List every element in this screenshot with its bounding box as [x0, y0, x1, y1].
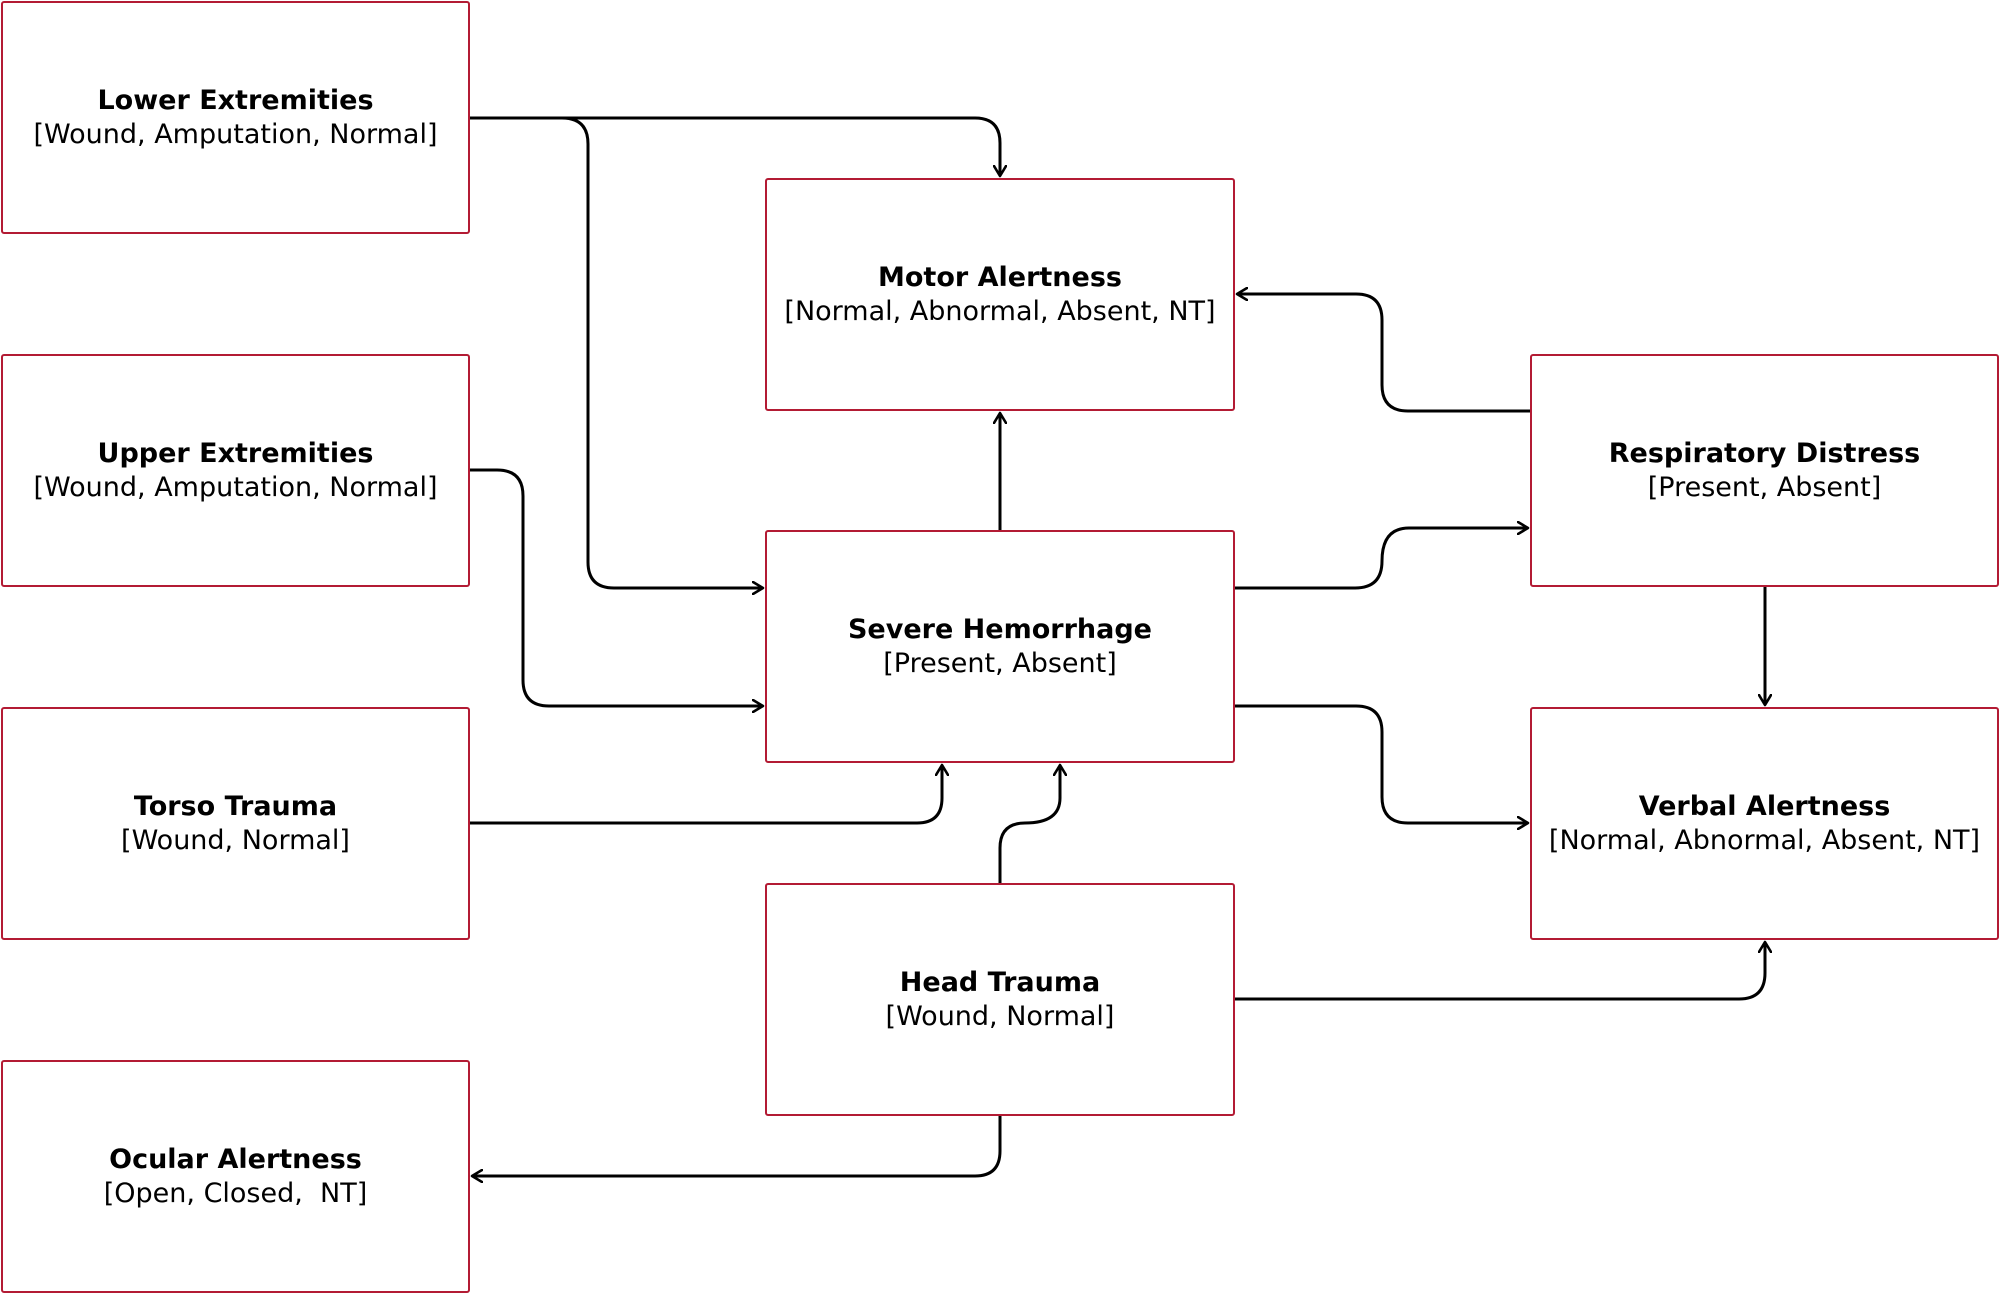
edge-severe-hemorrhage-to-verbal-alertness: [1235, 704, 1528, 823]
node-states: [Wound, Normal]: [885, 1000, 1115, 1032]
edge-head-trauma-to-verbal-alertness: [1235, 942, 1765, 1001]
node-title: Respiratory Distress: [1608, 437, 1921, 469]
edge-head-trauma-to-ocular-alertness: [472, 1116, 1002, 1176]
node-head-trauma[interactable]: Head Trauma [Wound, Normal]: [765, 883, 1235, 1116]
node-motor-alertness[interactable]: Motor Alertness [Normal, Abnormal, Absen…: [765, 178, 1235, 411]
node-title: Upper Extremities: [97, 437, 374, 469]
edge-respiratory-distress-to-motor-alertness: [1237, 294, 1530, 413]
node-states: [Present, Absent]: [1647, 471, 1882, 503]
node-title: Ocular Alertness: [109, 1143, 362, 1175]
node-states: [Wound, Amputation, Normal]: [33, 118, 438, 150]
node-lower-extremities[interactable]: Lower Extremities [Wound, Amputation, No…: [1, 1, 470, 234]
node-torso-trauma[interactable]: Torso Trauma [Wound, Normal]: [1, 707, 470, 940]
node-states: [Present, Absent]: [883, 647, 1117, 679]
node-verbal-alertness[interactable]: Verbal Alertness [Normal, Abnormal, Abse…: [1530, 707, 1999, 940]
node-title: Torso Trauma: [133, 790, 338, 822]
node-states: [Normal, Abnormal, Absent, NT]: [784, 295, 1216, 327]
edge-lower-extremities-to-severe-hemorrhage: [470, 116, 763, 588]
node-title: Severe Hemorrhage: [847, 613, 1152, 645]
node-upper-extremities[interactable]: Upper Extremities [Wound, Amputation, No…: [1, 354, 470, 587]
node-ocular-alertness[interactable]: Ocular Alertness [Open, Closed, NT]: [1, 1060, 470, 1293]
edge-head-trauma-to-severe-hemorrhage: [998, 765, 1060, 883]
node-severe-hemorrhage[interactable]: Severe Hemorrhage [Present, Absent]: [765, 530, 1235, 763]
edge-lower-extremities-to-motor-alertness: [470, 116, 1000, 176]
edge-torso-trauma-to-severe-hemorrhage: [470, 765, 942, 825]
node-respiratory-distress[interactable]: Respiratory Distress [Present, Absent]: [1530, 354, 1999, 587]
node-states: [Wound, Normal]: [121, 824, 350, 856]
edge-upper-extremities-to-severe-hemorrhage: [470, 468, 763, 706]
edge-severe-hemorrhage-to-respiratory-distress: [1235, 528, 1528, 590]
node-title: Head Trauma: [899, 966, 1101, 998]
node-title: Lower Extremities: [97, 84, 374, 116]
node-states: [Wound, Amputation, Normal]: [33, 471, 438, 503]
node-title: Motor Alertness: [878, 261, 1122, 293]
node-title: Verbal Alertness: [1638, 790, 1891, 822]
node-states: [Normal, Abnormal, Absent, NT]: [1548, 824, 1981, 856]
node-states: [Open, Closed, NT]: [103, 1177, 368, 1209]
